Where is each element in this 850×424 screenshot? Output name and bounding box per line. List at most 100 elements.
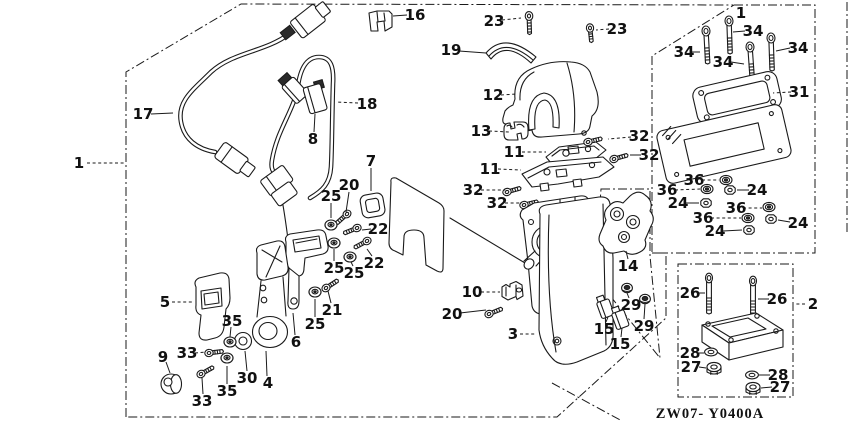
callout-3: 3 [508,325,518,343]
callout-30: 30 [237,369,258,387]
callout-8: 8 [308,130,318,148]
callout-36: 36 [726,199,747,217]
leader-line-34 [732,30,746,33]
callout-4: 4 [263,374,273,392]
callout-34: 34 [713,53,734,71]
leader-line-16 [392,14,408,17]
callout-labels: 1123456789101111121314151516171819202021… [74,4,818,410]
callout-24: 24 [747,181,768,199]
callout-7: 7 [366,152,376,170]
callout-25: 25 [321,187,342,205]
leader-line-27 [760,386,773,389]
callout-31: 31 [789,83,810,101]
part-13-clip [503,121,529,141]
callout-27: 27 [770,378,791,396]
leader-line-18 [335,101,359,104]
mounting-template [388,177,445,273]
leader-line-15 [605,316,609,323]
callout-6: 6 [291,333,301,351]
leader-line-24 [722,229,743,232]
part-30-collar [233,331,253,351]
gasket-plate [656,104,792,184]
leader-line-32 [607,136,632,140]
callout-29: 29 [621,296,642,314]
callout-14: 14 [618,257,639,275]
part-33-screws [195,347,225,380]
leader-line-20 [459,309,487,314]
callout-34: 34 [788,39,809,57]
callout-32: 32 [629,127,650,145]
callout-34: 34 [674,43,695,61]
part-14-bracket [598,191,654,255]
callout-5: 5 [160,293,170,311]
callout-24: 24 [668,194,689,212]
callout-32: 32 [639,146,660,164]
leader-line-22 [366,248,373,257]
sub-assembly-box-1 [651,4,816,254]
leader-line-23 [501,17,522,21]
leader-line-33 [194,351,207,354]
callout-34: 34 [743,22,764,40]
callout-13: 13 [471,122,492,140]
callout-9: 9 [158,348,168,366]
part-7-grommet [359,192,386,219]
callout-33: 33 [192,392,213,410]
callout-1: 1 [74,154,84,172]
leader-line-30 [244,350,248,372]
leader-line-17 [150,112,174,115]
part-3-housing-cover [538,196,614,365]
callout-20: 20 [442,305,463,323]
harness-plug-lower [271,181,298,207]
callout-12: 12 [483,86,504,104]
callout-36: 36 [684,171,705,189]
leader-line-22 [361,228,372,231]
callout-15: 15 [594,320,615,338]
part-9-knob [160,373,183,395]
part-8-connector [302,78,328,115]
part-11-bracket-lower [521,156,615,192]
leader-line-33 [201,377,204,395]
callout-16: 16 [405,6,426,24]
callout-29: 29 [634,317,655,335]
callout-35: 35 [217,382,238,400]
part-35-nuts [220,336,237,364]
callout-26: 26 [680,284,701,302]
part-26-bolts [704,272,758,318]
callout-18: 18 [357,95,378,113]
callout-23: 23 [484,12,505,30]
part-19-pad [485,42,537,64]
leader-line-6 [292,312,296,336]
leader-line-14 [625,250,629,260]
callout-36: 36 [657,181,678,199]
callout-1: 1 [736,4,746,22]
diagram-code: ZW07- Y0400A [656,406,765,422]
callout-15: 15 [610,335,631,353]
part-10-clamp [501,280,524,301]
callout-17: 17 [133,105,154,123]
part-16-clamp [368,10,393,32]
part-5-cover [194,272,231,341]
part-15-clips [595,294,630,330]
leader-line-12 [500,93,518,96]
callout-22: 22 [364,254,385,272]
leader-line-4 [265,350,268,377]
callout-23: 23 [607,20,628,38]
leader-line-35 [229,326,232,338]
part-4-arm [251,240,289,349]
leader-line-36 [674,188,701,191]
leader-line-15 [620,327,623,338]
callout-25: 25 [324,259,345,277]
callout-32: 32 [487,194,508,212]
leader-line-19 [458,50,487,54]
callout-36: 36 [693,209,714,227]
callout-10: 10 [462,283,483,301]
callout-26: 26 [767,290,788,308]
leader-line-11 [497,168,522,171]
leader-lines [87,14,805,395]
callout-28: 28 [768,366,789,384]
callout-24: 24 [788,214,809,232]
leader-line-21 [327,290,332,304]
leader-line-34 [730,61,745,65]
harness-connector [277,71,309,104]
